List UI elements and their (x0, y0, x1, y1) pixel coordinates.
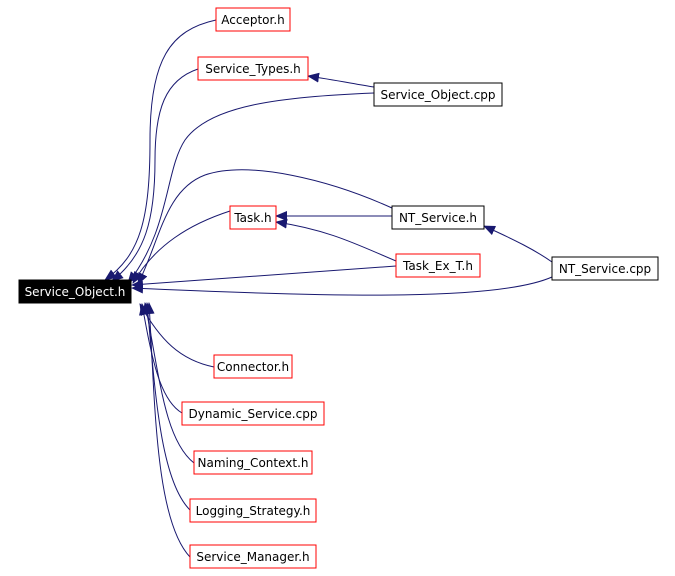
edges (104, 19, 553, 558)
node-label: Task.h (233, 211, 271, 225)
node-service-object-h: Service_Object.h (18, 279, 132, 304)
edge-service-types-to-service-object (111, 68, 199, 282)
node-nt-service-h[interactable]: NT_Service.h (391, 205, 485, 230)
node-label: Service_Object.h (25, 285, 126, 299)
node-label: Connector.h (217, 360, 289, 374)
node-service-types-h[interactable]: Service_Types.h (197, 56, 309, 81)
node-naming-context-h[interactable]: Naming_Context.h (193, 450, 313, 475)
node-nt-service-cpp[interactable]: NT_Service.cpp (551, 256, 659, 281)
node-acceptor-h[interactable]: Acceptor.h (215, 7, 291, 32)
node-service-object-cpp[interactable]: Service_Object.cpp (373, 82, 503, 107)
edge-acceptor-to-service-object (104, 19, 217, 281)
node-label: Service_Manager.h (196, 550, 309, 564)
node-label: Dynamic_Service.cpp (189, 407, 318, 421)
node-label: Naming_Context.h (197, 456, 308, 470)
node-connector-h[interactable]: Connector.h (213, 354, 293, 379)
node-service-manager-h[interactable]: Service_Manager.h (189, 544, 317, 569)
node-dynamic-service-cpp[interactable]: Dynamic_Service.cpp (181, 401, 325, 426)
node-label: Service_Object.cpp (380, 88, 495, 102)
node-task-h[interactable]: Task.h (229, 205, 277, 230)
edge-nt-service-cpp-to-nt-service-h (483, 225, 553, 263)
edge-dynamic-service-to-service-object (139, 303, 183, 414)
node-label: NT_Service.h (399, 211, 477, 225)
node-task-ex-t-h[interactable]: Task_Ex_T.h (395, 253, 481, 278)
edge-task-to-service-object (132, 210, 231, 284)
edge-naming-context-to-service-object (142, 302, 195, 464)
edge-logging-strategy-to-service-object (143, 302, 191, 511)
edge-service-manager-to-service-object (144, 302, 191, 558)
edge-nt-service-h-to-service-object (137, 169, 393, 285)
node-label: Logging_Strategy.h (196, 504, 311, 518)
node-label: NT_Service.cpp (559, 262, 651, 276)
edge-service-object-cpp-to-service-types (307, 72, 375, 88)
node-logging-strategy-h[interactable]: Logging_Strategy.h (189, 498, 317, 523)
node-label: Task_Ex_T.h (402, 259, 473, 273)
edge-task-ex-t-to-task (275, 218, 397, 262)
edge-task-ex-t-to-service-object (131, 265, 397, 290)
node-label: Service_Types.h (205, 62, 301, 76)
node-label: Acceptor.h (221, 13, 285, 27)
edge-service-object-cpp-to-service-object (127, 92, 375, 284)
edge-nt-service-cpp-to-service-object (131, 276, 553, 296)
